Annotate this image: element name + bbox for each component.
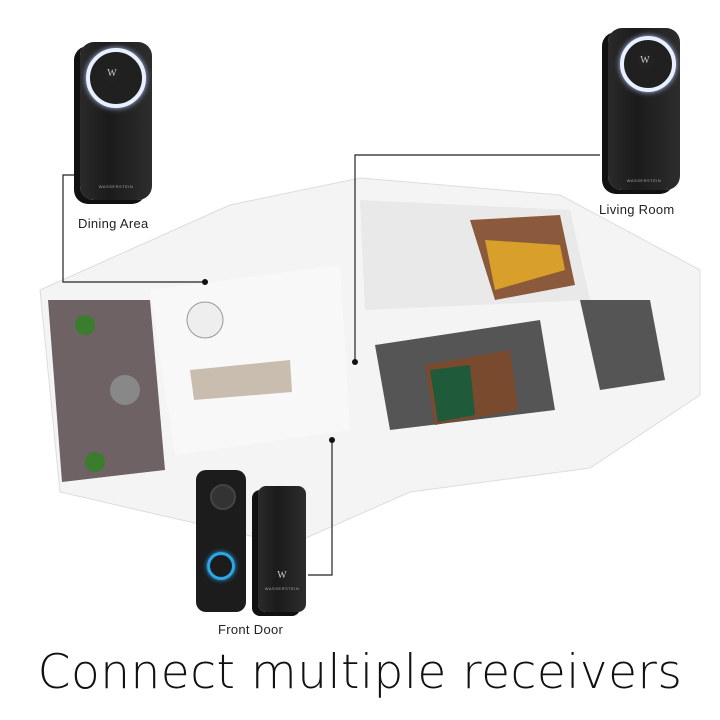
label-dining-area: Dining Area (78, 216, 149, 231)
connector-line-front (308, 440, 333, 576)
connector-line-living (354, 154, 600, 362)
video-doorbell (196, 470, 246, 612)
headline: Connect multiple receivers (37, 645, 683, 700)
logo: W (277, 570, 287, 581)
logo: W (104, 66, 120, 82)
living-room-receiver: W WASSERSTEIN (608, 28, 680, 190)
brand-text: WASSERSTEIN (98, 184, 134, 189)
dining-table (186, 301, 224, 339)
balcony (48, 300, 165, 482)
camera-lens-icon (210, 484, 236, 510)
living-area (150, 265, 350, 455)
doorbell-button (207, 552, 235, 580)
sofa (190, 360, 292, 400)
bathroom (580, 300, 665, 390)
brand-text: WASSERSTEIN (626, 178, 662, 183)
connector-line-dining (62, 174, 205, 283)
label-living-room: Living Room (599, 202, 675, 217)
logo: W (637, 53, 653, 69)
brand-text: WASSERSTEIN (264, 586, 300, 591)
label-front-door: Front Door (218, 622, 284, 637)
dining-receiver: W WASSERSTEIN (80, 42, 152, 200)
front-door-chime: W WASSERSTEIN (258, 486, 306, 612)
